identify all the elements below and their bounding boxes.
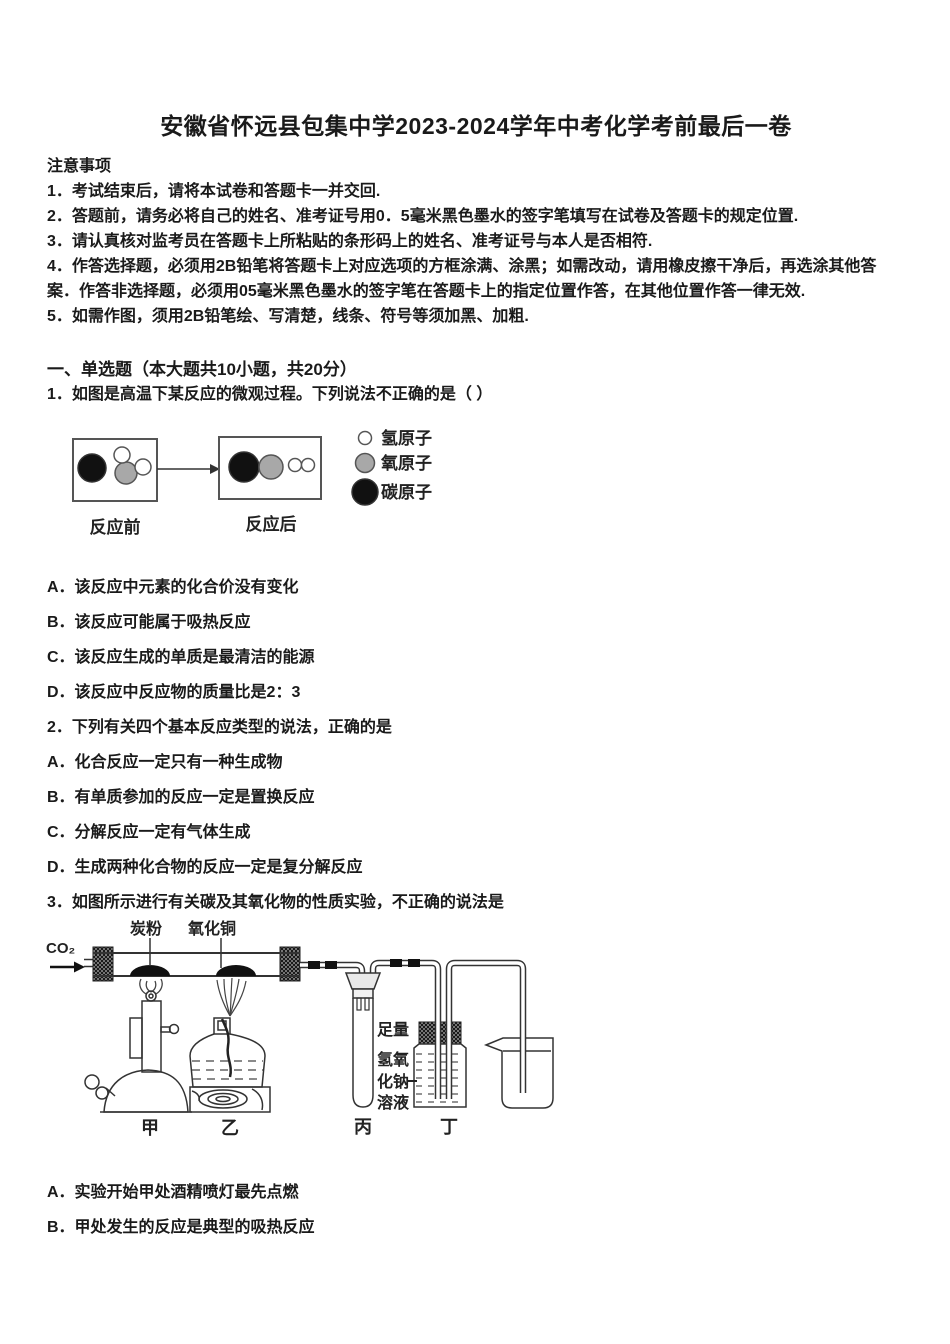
- q1-option-d: D．该反应中反应物的质量比是2：3: [47, 684, 301, 701]
- flame-icon: [216, 977, 247, 1017]
- hydrogen-legend-icon: [357, 430, 373, 446]
- q2-stem: 2．下列有关四个基本反应类型的说法，正确的是: [47, 719, 392, 736]
- q2-option-d: D．生成两种化合物的反应一定是复分解反应: [47, 859, 363, 876]
- q2-option-c: C．分解反应一定有气体生成: [47, 824, 251, 841]
- q1-option-b: B．该反应可能属于吸热反应: [47, 614, 251, 631]
- svg-text:溶液: 溶液: [377, 1093, 410, 1112]
- q1-figure: 反应前 反应后 氢原子 氧原子 碳原子: [59, 425, 905, 546]
- notice-item-5: 5．如需作图，须用2B铅笔绘、写清楚，线条、符号等须加黑、加粗.: [47, 308, 529, 325]
- test-tube: [344, 972, 382, 1108]
- hydrogen-atom: [134, 458, 152, 476]
- q1-option-c: C．该反应生成的单质是最清洁的能源: [47, 649, 315, 666]
- hydrogen-atom: [300, 457, 316, 473]
- oxygen-atom: [114, 461, 138, 485]
- naoh-bottle: [413, 1043, 467, 1108]
- after-label: 反应后: [246, 514, 297, 534]
- q3-stem: 3．如图所示进行有关碳及其氧化物的性质实验，不正确的说法是: [47, 894, 504, 911]
- connecting-tube: [369, 959, 442, 1099]
- reaction-arrow-icon: [157, 464, 220, 474]
- carbon-powder-heap: [130, 965, 170, 976]
- q3-figure-svg: CO₂ 炭粉 氧化铜: [46, 919, 554, 1138]
- notice-item-4: 4．作答选择题，必须用2B铅笔将答题卡上对应选项的方框涂满、涂黑；如需改动，请用…: [47, 258, 877, 300]
- q1-stem: 1．如图是高温下某反应的微观过程。下列说法不正确的是（ ）: [47, 386, 493, 403]
- co2-label: CO₂: [46, 940, 75, 957]
- q2-option-a: A．化合反应一定只有一种生成物: [47, 754, 283, 771]
- q2-option-b: B．有单质参加的反应一定是置换反应: [47, 789, 315, 806]
- notice-item-3: 3．请认真核对监考员在答题卡上所粘贴的条形码上的姓名、准考证号与本人是否相符.: [47, 233, 653, 250]
- copper-oxide-label: 氧化铜: [187, 919, 236, 938]
- carbon-legend-label: 碳原子: [381, 482, 432, 502]
- q3-option-b: B．甲处发生的反应是典型的吸热反应: [47, 1219, 315, 1236]
- beaker: [483, 1037, 554, 1109]
- before-reaction-box: [72, 438, 158, 502]
- connecting-tube: [300, 961, 366, 977]
- notice-item-2: 2．答题前，请务必将自己的姓名、准考证号用0．5毫米黑色墨水的签字笔填写在试卷及…: [47, 208, 799, 225]
- page-title: 安徽省怀远县包集中学2023-2024学年中考化学考前最后一卷: [160, 113, 792, 139]
- naoh-label: 足量 氢氧 化钠 溶液: [377, 1021, 417, 1112]
- q1-option-a: A．该反应中元素的化合价没有变化: [47, 579, 299, 596]
- oxygen-legend-icon: [354, 452, 376, 474]
- device-label-ding: 丁: [440, 1117, 458, 1137]
- connecting-tube: [445, 959, 527, 1099]
- svg-text:足量: 足量: [377, 1021, 409, 1039]
- carbon-atom: [77, 453, 107, 483]
- wood-block: [189, 1086, 271, 1113]
- device-label-bing: 丙: [354, 1117, 372, 1137]
- alcohol-lamp: [189, 1017, 266, 1088]
- atom-legend: 氢原子 氧原子 碳原子: [351, 428, 432, 506]
- svg-text:化钠: 化钠: [377, 1072, 409, 1091]
- device-label-yi: 乙: [221, 1118, 239, 1138]
- svg-text:氢氧: 氢氧: [377, 1050, 409, 1069]
- hydrogen-atom: [287, 457, 303, 473]
- q3-option-a: A．实验开始甲处酒精喷灯最先点燃: [47, 1184, 299, 1201]
- q1-figure-svg: 反应前 反应后 氢原子 氧原子 碳原子: [72, 428, 432, 537]
- copper-oxide-heap: [216, 965, 256, 976]
- left-stopper: [92, 946, 114, 982]
- before-label: 反应前: [90, 517, 141, 537]
- after-reaction-box: [218, 436, 322, 500]
- q3-figure: CO₂ 炭粉 氧化铜: [40, 915, 905, 1155]
- device-label-jia: 甲: [141, 1118, 159, 1138]
- gas-flow-arrow-icon: [50, 961, 85, 973]
- alcohol-blast-lamp: [84, 990, 192, 1113]
- oxygen-atom: [258, 454, 284, 480]
- section-heading: 一、单选题（本大题共10小题，共20分）: [47, 360, 357, 379]
- hydrogen-legend-label: 氢原子: [381, 428, 432, 448]
- oxygen-legend-label: 氧原子: [380, 453, 432, 473]
- notice-item-1: 1．考试结束后，请将本试卷和答题卡一并交回.: [47, 183, 381, 200]
- carbon-powder-label: 炭粉: [130, 919, 162, 938]
- hydrogen-atom: [113, 446, 131, 464]
- notice-heading: 注意事项: [47, 158, 112, 175]
- carbon-atom: [228, 451, 260, 483]
- carbon-legend-icon: [351, 478, 379, 506]
